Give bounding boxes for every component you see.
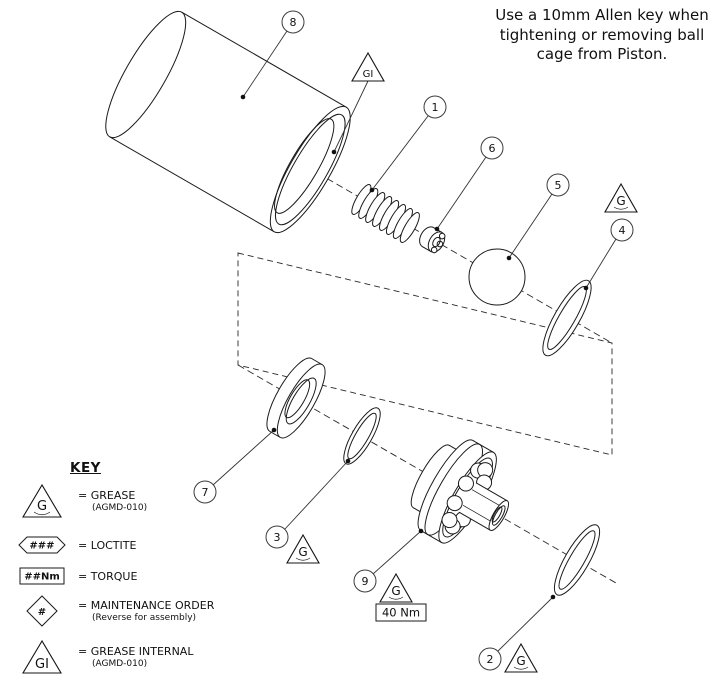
grease-letter: G xyxy=(37,499,47,514)
washer-part-7 xyxy=(266,357,326,439)
note-line-1: Use a 10mm Allen key when xyxy=(495,6,709,24)
callout-1-number: 1 xyxy=(432,101,439,114)
key-item-grease: G = GREASE (AGMD-010) xyxy=(16,482,251,520)
leader-lines xyxy=(212,30,617,652)
hex-boss-end xyxy=(488,500,510,531)
grease-letter: G xyxy=(391,584,400,598)
grease-internal-letters: GI xyxy=(363,69,374,80)
triangle-icon xyxy=(351,51,385,82)
grease-letter: G xyxy=(616,194,625,208)
grease-internal-triangle-icon: GI xyxy=(22,639,62,674)
loctite-hexagon-icon: ### xyxy=(18,536,66,554)
callout-1: 1 xyxy=(423,95,447,119)
cage-ball xyxy=(441,512,458,529)
key-sub-maintenance: (Reverse for assembly) xyxy=(92,613,197,623)
callout-8: 8 xyxy=(281,10,305,34)
ball-part-5 xyxy=(468,248,526,306)
torque-value: 40 Nm xyxy=(382,606,420,620)
allen-key-note: Use a 10mm Allen key when tightening or … xyxy=(486,6,718,65)
key-title: KEY xyxy=(70,460,101,476)
triangle-icon xyxy=(604,182,638,213)
piston-part-9 xyxy=(410,439,510,544)
callout-7-number: 7 xyxy=(202,486,209,499)
grease-letter: G xyxy=(298,545,307,559)
grease-symbol-part-2: G xyxy=(504,642,538,673)
note-line-2: tightening or removing ball xyxy=(499,25,705,44)
callout-6-number: 6 xyxy=(489,142,496,155)
key-item-maintenance: # = MAINTENANCE ORDER (Reverse for assem… xyxy=(16,594,251,628)
grease-letter: G xyxy=(516,654,525,668)
callout-2-number: 2 xyxy=(487,653,494,666)
callout-4: 4 xyxy=(610,218,634,242)
torque-box: 40 Nm xyxy=(375,603,427,622)
callout-9-number: 9 xyxy=(362,575,369,588)
triangle-icon xyxy=(379,572,413,603)
triangle-icon xyxy=(286,533,320,564)
torque-placeholder: ##Nm xyxy=(24,572,60,583)
cylinder-bore-rim xyxy=(275,113,346,226)
triangle-icon xyxy=(504,642,538,673)
maintenance-diamond-icon: # xyxy=(26,595,58,627)
grease-symbol-part-4: G xyxy=(604,182,638,213)
callout-2: 2 xyxy=(478,647,502,671)
key-sub-grease: (AGMD-010) xyxy=(92,503,148,513)
grease-internal-symbol-cylinder: GI xyxy=(351,51,385,82)
grease-symbol-part-3: G xyxy=(286,533,320,564)
allen-socket xyxy=(491,505,506,526)
washer-hole xyxy=(285,377,317,425)
loctite-hashes: ### xyxy=(29,541,54,552)
callout-6: 6 xyxy=(480,136,504,160)
ball-cage-part-6 xyxy=(419,226,446,254)
grease-internal-letters: GI xyxy=(35,657,49,672)
callout-8-number: 8 xyxy=(290,16,297,29)
key-sub-grease-internal: (AGMD-010) xyxy=(92,659,148,669)
callout-3-number: 3 xyxy=(274,531,281,544)
o-ring-part-3 xyxy=(343,407,381,465)
grease-symbol-part-9: G xyxy=(379,572,413,603)
cage-ball xyxy=(457,475,474,492)
key-label-grease-internal: = GREASE INTERNAL xyxy=(78,645,194,658)
key-label-grease: = GREASE xyxy=(78,489,136,502)
spring-part-1 xyxy=(351,184,420,243)
callout-5-number: 5 xyxy=(555,179,562,192)
cylinder-part-8 xyxy=(105,10,351,234)
callout-4-number: 4 xyxy=(619,224,626,237)
callout-9: 9 xyxy=(353,569,377,593)
callout-5: 5 xyxy=(546,173,570,197)
cylinder-front-rim xyxy=(269,105,351,234)
grease-triangle-icon: G xyxy=(22,483,62,518)
cylinder-bore-depth xyxy=(274,118,335,214)
key-label-loctite: = LOCTITE xyxy=(78,538,137,552)
key-legend: KEY G = GREASE (AGMD-010) ### xyxy=(16,460,251,676)
key-item-grease-internal: GI = GREASE INTERNAL (AGMD-010) xyxy=(16,638,251,676)
key-item-loctite: ### = LOCTITE xyxy=(16,534,251,556)
o-ring-part-2 xyxy=(553,524,601,596)
callout-7: 7 xyxy=(193,480,217,504)
key-item-torque: ##Nm = TORQUE xyxy=(16,566,251,586)
torque-box-icon: ##Nm xyxy=(19,567,65,585)
callout-3: 3 xyxy=(265,525,289,549)
note-line-3: cage from Piston. xyxy=(536,45,668,63)
key-label-maintenance: = MAINTENANCE ORDER xyxy=(78,599,215,612)
key-label-torque: = TORQUE xyxy=(78,569,138,583)
cage-ball xyxy=(446,495,463,512)
o-ring-part-4 xyxy=(542,279,592,357)
maintenance-hash: # xyxy=(38,607,46,618)
